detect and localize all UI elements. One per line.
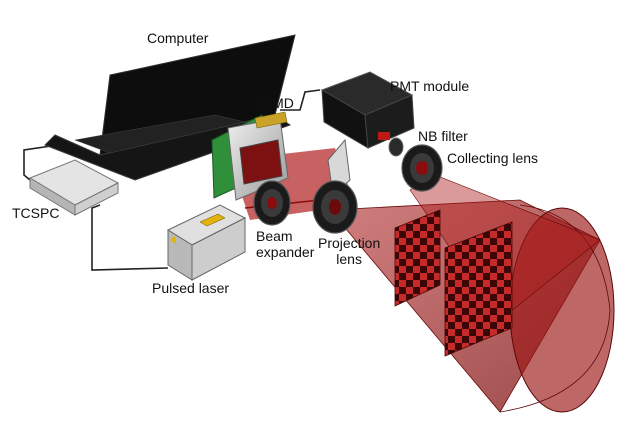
label-dmd: DMD bbox=[262, 95, 294, 111]
label-collecting-lens: Collecting lens bbox=[447, 150, 539, 166]
cable-tcspc-laser bbox=[91, 204, 169, 271]
label-projection-lens-line2: lens bbox=[336, 251, 362, 267]
label-pmt-module: PMT module bbox=[390, 78, 470, 94]
cable-computer-tcspc bbox=[23, 144, 59, 181]
cable-computer-pmt bbox=[280, 89, 321, 111]
label-computer: Computer bbox=[147, 30, 209, 46]
nb-filter bbox=[388, 137, 404, 157]
cables bbox=[23, 89, 321, 271]
pattern-plane-near bbox=[394, 209, 441, 307]
label-beam-expander-line2: expander bbox=[256, 244, 315, 260]
collecting-lens bbox=[401, 144, 443, 192]
dmd-assembly bbox=[211, 111, 289, 201]
label-pulsed-laser: Pulsed laser bbox=[152, 280, 230, 296]
projection-lens bbox=[312, 180, 358, 234]
pmt-module bbox=[320, 71, 415, 149]
pattern-plane-far bbox=[444, 221, 513, 357]
label-tcspc: TCSPC bbox=[12, 205, 60, 221]
beam-expander-lens bbox=[253, 180, 291, 226]
label-nb-filter: NB filter bbox=[418, 128, 468, 144]
tcspc-box bbox=[28, 159, 120, 216]
label-beam-expander-line1: Beam bbox=[256, 228, 293, 244]
label-projection-lens-line1: Projection bbox=[318, 235, 381, 251]
pulsed-laser-box bbox=[166, 204, 247, 281]
label-beam-expander: Beam expander bbox=[256, 228, 314, 260]
label-projection-lens: Projection lens bbox=[318, 235, 380, 267]
